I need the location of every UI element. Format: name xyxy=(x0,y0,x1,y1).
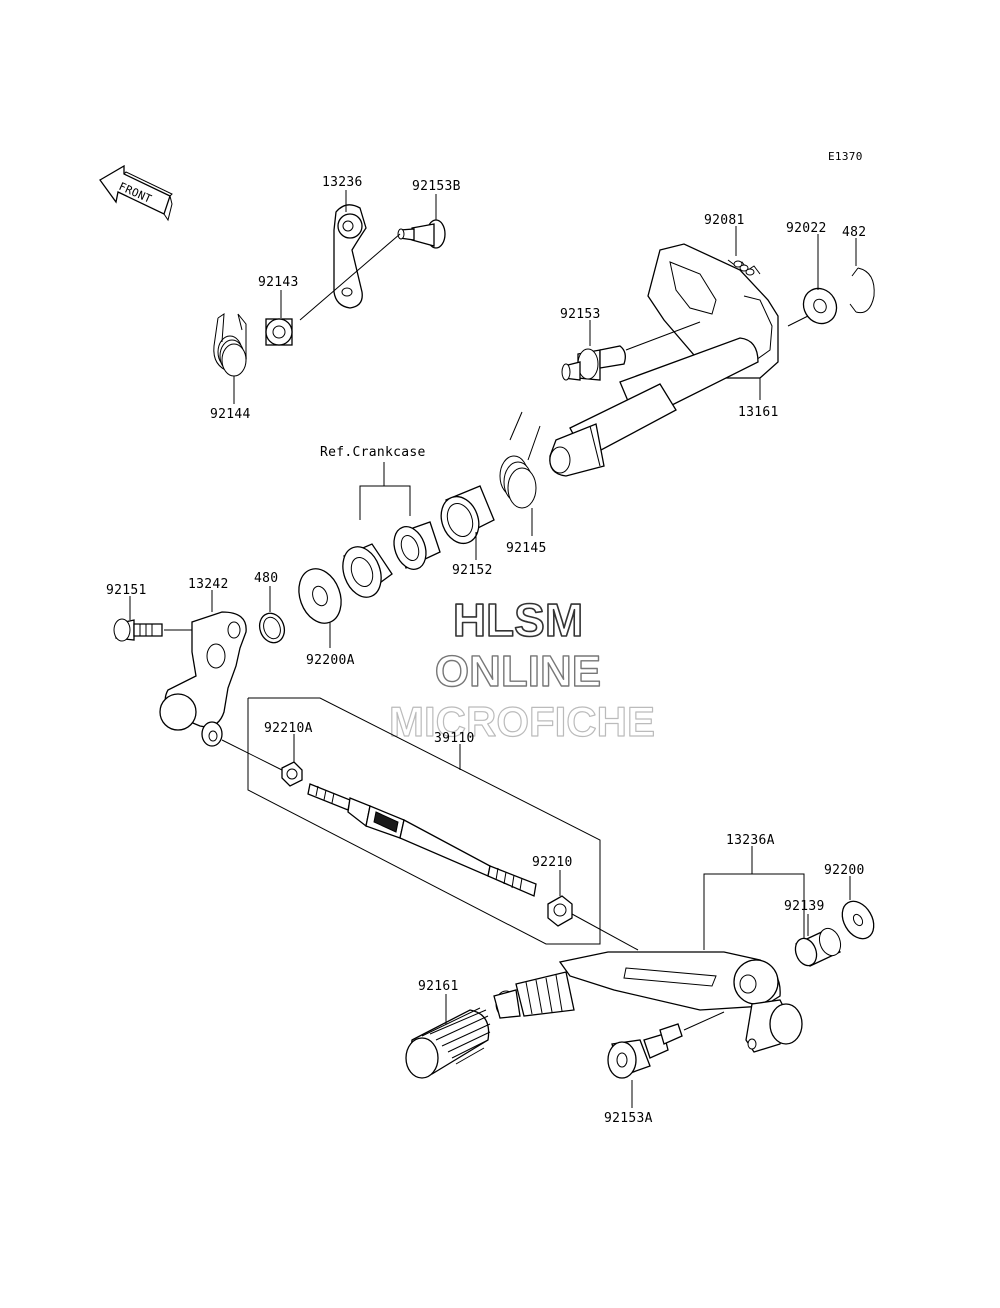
part-480-circlip xyxy=(258,612,286,644)
watermark: HLSM ONLINE MICROFICHE xyxy=(388,593,655,745)
part-92200A-washer xyxy=(298,568,342,624)
part-13161-shift-shaft xyxy=(549,243,779,477)
label-13161: 13161 xyxy=(738,405,779,420)
label-92144: 92144 xyxy=(210,407,251,422)
label-482: 482 xyxy=(842,225,866,240)
part-13242-shift-lever xyxy=(159,611,247,747)
label-92210: 92210 xyxy=(532,855,573,870)
part-92153-bolt xyxy=(561,345,626,381)
label-480: 480 xyxy=(254,571,278,586)
part-92022-washer xyxy=(802,287,838,325)
part-92153B-bolt xyxy=(397,219,446,249)
label-92153: 92153 xyxy=(560,307,601,322)
part-92081-spring xyxy=(727,259,761,276)
label-13236: 13236 xyxy=(322,175,363,190)
diagram-code: E1370 xyxy=(828,150,863,163)
part-92152-collar xyxy=(440,485,495,545)
label-92145: 92145 xyxy=(506,541,547,556)
label-92143: 92143 xyxy=(258,275,299,290)
part-92151-bolt xyxy=(113,618,163,642)
label-92139: 92139 xyxy=(784,899,825,914)
label-92081: 92081 xyxy=(704,213,745,228)
part-92153A-bolt xyxy=(607,1023,683,1079)
watermark-line2: ONLINE xyxy=(435,647,601,696)
front-arrow-icon: FRONT xyxy=(99,164,173,222)
label-92022: 92022 xyxy=(786,221,827,236)
part-482-circlip xyxy=(849,267,875,314)
part-92143-collar xyxy=(265,318,293,346)
part-92200-washer xyxy=(841,900,875,940)
part-13236A-shift-pedal xyxy=(515,951,803,1053)
part-92210-nut xyxy=(547,895,573,927)
label-13236A: 13236A xyxy=(726,833,775,848)
label-92200: 92200 xyxy=(824,863,865,878)
label-92152: 92152 xyxy=(452,563,493,578)
part-crankcase-bearing xyxy=(342,543,393,598)
label-92210A: 92210A xyxy=(264,721,313,736)
label-13242: 13242 xyxy=(188,577,229,592)
label-92151: 92151 xyxy=(106,583,147,598)
part-92139-collar xyxy=(794,927,842,967)
part-13236-arm xyxy=(333,204,367,309)
part-crankcase-needle-bearing xyxy=(393,521,441,570)
ref-crankcase-note: Ref.Crankcase xyxy=(320,445,426,460)
part-92161-rubber xyxy=(405,989,521,1079)
part-92145-spring xyxy=(499,411,541,509)
label-92153A: 92153A xyxy=(604,1111,653,1126)
label-92153B: 92153B xyxy=(412,179,461,194)
part-92210A-nut xyxy=(281,761,303,787)
label-39110: 39110 xyxy=(434,731,475,746)
label-92200A: 92200A xyxy=(306,653,355,668)
watermark-line3: MICROFICHE xyxy=(389,698,655,745)
part-92144-spring xyxy=(213,313,247,377)
watermark-line1: HLSM xyxy=(453,594,583,646)
label-92161: 92161 xyxy=(418,979,459,994)
part-39110-tie-rod xyxy=(307,783,537,897)
